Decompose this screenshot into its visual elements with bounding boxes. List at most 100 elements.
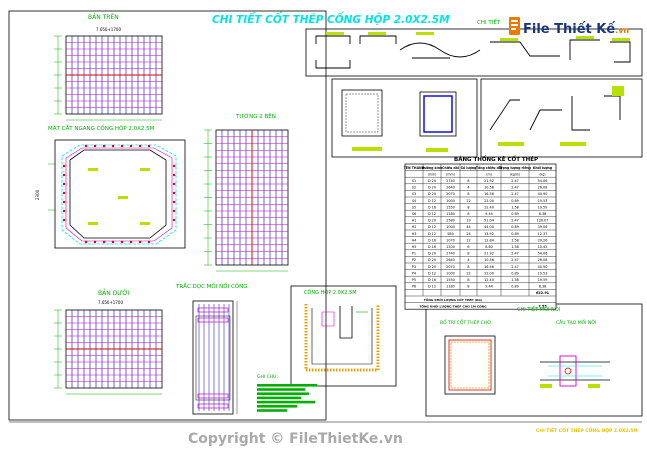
table-cell: 9.44 [485, 212, 493, 216]
table-cell: 8 [467, 212, 469, 216]
table-cell: D 12 [428, 232, 436, 236]
ban-duoi-grid [54, 309, 163, 395]
table-cell: 2.47 [511, 252, 519, 256]
table-cell: 2740 [446, 179, 455, 183]
table-cell: 2070 [446, 265, 455, 269]
table-cell: 44.00 [484, 225, 494, 229]
bend-frame [480, 78, 643, 158]
table-cell: P2 [412, 258, 416, 262]
table-cell: 26.08 [538, 186, 548, 190]
table-cell: 40.90 [538, 192, 548, 196]
table-cell: 8.38 [539, 212, 547, 216]
watermark: Copyright © FileThietKe.vn [188, 431, 403, 447]
table-cell: 8 [467, 278, 469, 282]
table-cell: D 20 [428, 265, 436, 269]
table-cell: 0.89 [511, 199, 519, 203]
bar-shapes-top [315, 32, 631, 69]
table-cell: 10.56 [484, 258, 494, 262]
table-cell: S1 [412, 179, 416, 183]
table-title: BẢNG THỐNG KÊ CỐT THÉP [454, 155, 538, 163]
table-cell: D 20 [428, 219, 436, 223]
label-ban-tren: BẢN TRÊN [88, 13, 119, 21]
table-cell: 20.26 [538, 238, 548, 242]
table-cell: D 12 [428, 285, 436, 289]
table-cell: 1.58 [511, 205, 519, 209]
table-cell: 19.53 [538, 271, 548, 275]
table-cell: 2.47 [511, 186, 519, 190]
table-cell: D 20 [428, 252, 436, 256]
table-cell: D 16 [428, 238, 436, 242]
table-cell: 580 [447, 232, 453, 236]
table-cell: D 12 [428, 271, 436, 275]
table-unit-cell: (kg/m) [510, 172, 521, 176]
table-cell: 51.04 [484, 219, 494, 223]
table-cell: 22.00 [484, 199, 494, 203]
table-unit-cell: (m) [486, 172, 492, 176]
tuong-2-ben-grid [204, 129, 289, 272]
label-tuong-2-ben: TƯỜNG 2 BÊN [235, 112, 276, 120]
table-header-cell: TÊN THANH [404, 165, 425, 170]
ban-tren-grid [54, 35, 163, 121]
table-unit-cell: (mm) [446, 172, 455, 176]
table-cell: 1.58 [511, 278, 519, 282]
table-header-cell: Đường kính [422, 166, 443, 170]
table-cell: D 12 [428, 212, 436, 216]
table-cell: 1000 [446, 271, 455, 275]
table-cell: 4 [467, 258, 469, 262]
table-cell: 8 [467, 192, 469, 196]
label-ghi-chu: GHI CHÚ: [257, 373, 278, 380]
table-header-cell: Tổng chiều dài [476, 165, 502, 170]
table-cell: 6.60 [485, 245, 493, 249]
table-cell: 0.89 [511, 232, 519, 236]
table-cell: 2070 [446, 192, 455, 196]
table-cell: 12.40 [484, 205, 494, 209]
table-cell: 8 [467, 205, 469, 209]
table-cell: 1550 [446, 278, 455, 282]
table-cell: 2640 [446, 186, 455, 190]
table-cell: 1180 [446, 285, 455, 289]
footer-title: CHI TIẾT CỐT THÉP CỐNG HỘP 2.0X2.5M [536, 426, 638, 434]
table-cell: S6 [412, 212, 416, 216]
label-trac-doc: TRẮC DỌC MỐI NỐI CỐNG [175, 282, 248, 290]
table-cell: 1550 [446, 205, 455, 209]
table-cell: D 16 [428, 245, 436, 249]
table-cell: H4 [412, 238, 417, 242]
table-cell: 10.56 [484, 186, 494, 190]
trac-doc-view [192, 300, 238, 415]
table-cell: D 20 [428, 186, 436, 190]
table-cell: D 16 [428, 278, 436, 282]
table-cell: 26.08 [538, 258, 548, 262]
cong-hop-detail [304, 304, 380, 372]
table-cell: H2 [412, 225, 417, 229]
table-cell: 8 [467, 252, 469, 256]
table-cell: 19.53 [538, 199, 548, 203]
table-cell: 22 [466, 199, 470, 203]
joint-detail [444, 335, 610, 395]
detail-top-frame [305, 28, 643, 77]
table-cell: 1000 [446, 199, 455, 203]
label-dim-ban-tren: 7.650+1700 [96, 27, 121, 32]
table-cell: 2580 [446, 219, 455, 223]
table-cell: S3 [412, 192, 416, 196]
table-cell: 54.06 [538, 252, 548, 256]
table-cell: P4 [412, 271, 416, 275]
label-cong-hop: CỐNG HỘP 2.0X2.5M [304, 288, 357, 296]
table-cell: 22 [466, 271, 470, 275]
label-ban-duoi: BẢN DƯỚI [98, 289, 130, 297]
table-cell: 8 [467, 179, 469, 183]
label-mat-cat: MẶT CẮT NGANG CỐNG HỘP 2.0X2.5M [48, 124, 155, 132]
table-cell: H1 [412, 219, 417, 223]
table-cell: 1070 [446, 238, 455, 242]
